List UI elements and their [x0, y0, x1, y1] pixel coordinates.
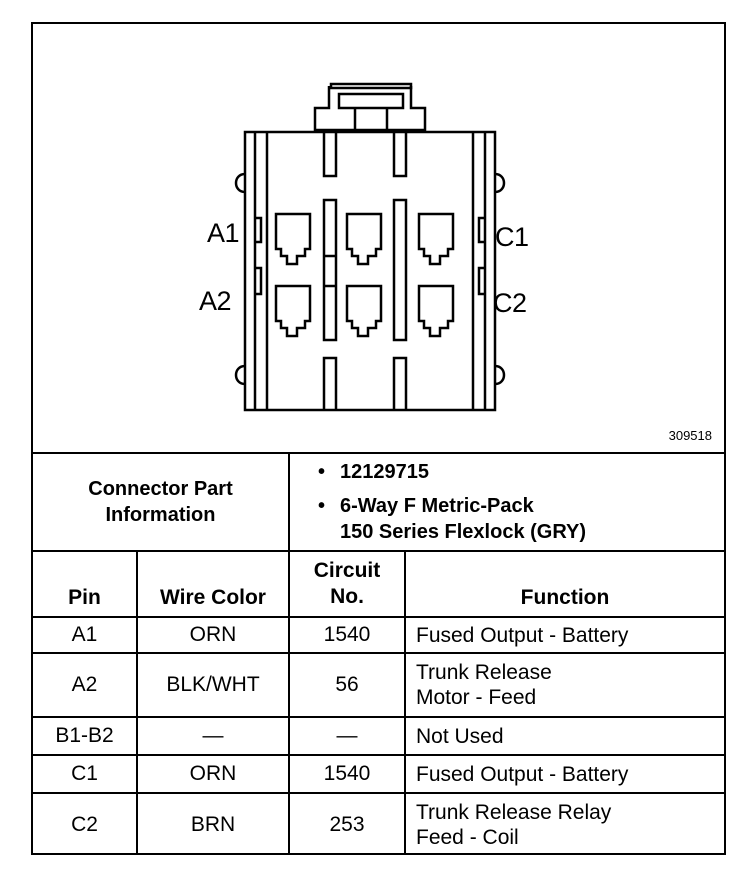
- cell-pin: B1-B2: [33, 716, 138, 756]
- pin-label-c2: C2: [493, 288, 527, 318]
- table-header-row: Pin Wire Color Circuit No. Function: [33, 550, 724, 618]
- connector-info-title: Connector Part Information: [33, 452, 290, 552]
- header-circuit: Circuit No.: [288, 550, 406, 618]
- table-row: A2 BLK/WHT 56 Trunk Release Motor - Feed: [33, 652, 724, 718]
- table-row: C2 BRN 253 Trunk Release Relay Feed - Co…: [33, 792, 724, 855]
- cavity-a2: [274, 284, 312, 338]
- cell-circuit: 1540: [288, 616, 406, 654]
- connector-info-item: • 12129715: [318, 461, 429, 483]
- document-frame: A1 A2 C1 C2 309518 Connector Part Inform…: [31, 22, 726, 855]
- header-pin: Pin: [33, 550, 138, 618]
- figure-number: 309518: [668, 428, 712, 443]
- connector-info-row: Connector Part Information • 12129715 • …: [33, 452, 724, 552]
- connector-diagram: A1 A2 C1 C2 309518: [33, 24, 724, 452]
- cell-function: Trunk Release Relay Feed - Coil: [404, 792, 724, 855]
- connector-info-list: • 12129715 • 6-Way F Metric-Pack 150 Ser…: [288, 452, 724, 552]
- cell-wire-color: BRN: [136, 792, 290, 855]
- connector-info-item: • 6-Way F Metric-Pack 150 Series Flexloc…: [318, 495, 587, 543]
- cell-wire-color: —: [136, 716, 290, 756]
- pin-label-a2: A2: [199, 286, 232, 316]
- header-wire-color: Wire Color: [136, 550, 290, 618]
- cell-circuit: 56: [288, 652, 406, 718]
- cell-wire-color: ORN: [136, 616, 290, 654]
- cell-pin: C2: [33, 792, 138, 855]
- connector-face-drawing: [234, 82, 506, 412]
- cavity-a1: [274, 212, 312, 266]
- cavity-c2: [417, 284, 455, 338]
- table-row: B1-B2 — — Not Used: [33, 716, 724, 756]
- table-row: A1 ORN 1540 Fused Output - Battery: [33, 616, 724, 654]
- cavity-b2: [345, 284, 383, 338]
- pin-label-a1: A1: [207, 218, 240, 248]
- cavity-b1: [345, 212, 383, 266]
- table-row: C1 ORN 1540 Fused Output - Battery: [33, 754, 724, 794]
- cavity-c1: [417, 212, 455, 266]
- cell-function: Not Used: [404, 716, 724, 756]
- connector-table: Connector Part Information • 12129715 • …: [33, 452, 724, 855]
- cell-function: Trunk Release Motor - Feed: [404, 652, 724, 718]
- cell-wire-color: ORN: [136, 754, 290, 794]
- cell-circuit: 1540: [288, 754, 406, 794]
- cell-circuit: —: [288, 716, 406, 756]
- pin-label-c1: C1: [495, 222, 529, 252]
- cell-wire-color: BLK/WHT: [136, 652, 290, 718]
- cell-pin: C1: [33, 754, 138, 794]
- cell-function: Fused Output - Battery: [404, 616, 724, 654]
- header-function: Function: [404, 550, 724, 618]
- cell-pin: A1: [33, 616, 138, 654]
- cell-function: Fused Output - Battery: [404, 754, 724, 794]
- cell-pin: A2: [33, 652, 138, 718]
- cell-circuit: 253: [288, 792, 406, 855]
